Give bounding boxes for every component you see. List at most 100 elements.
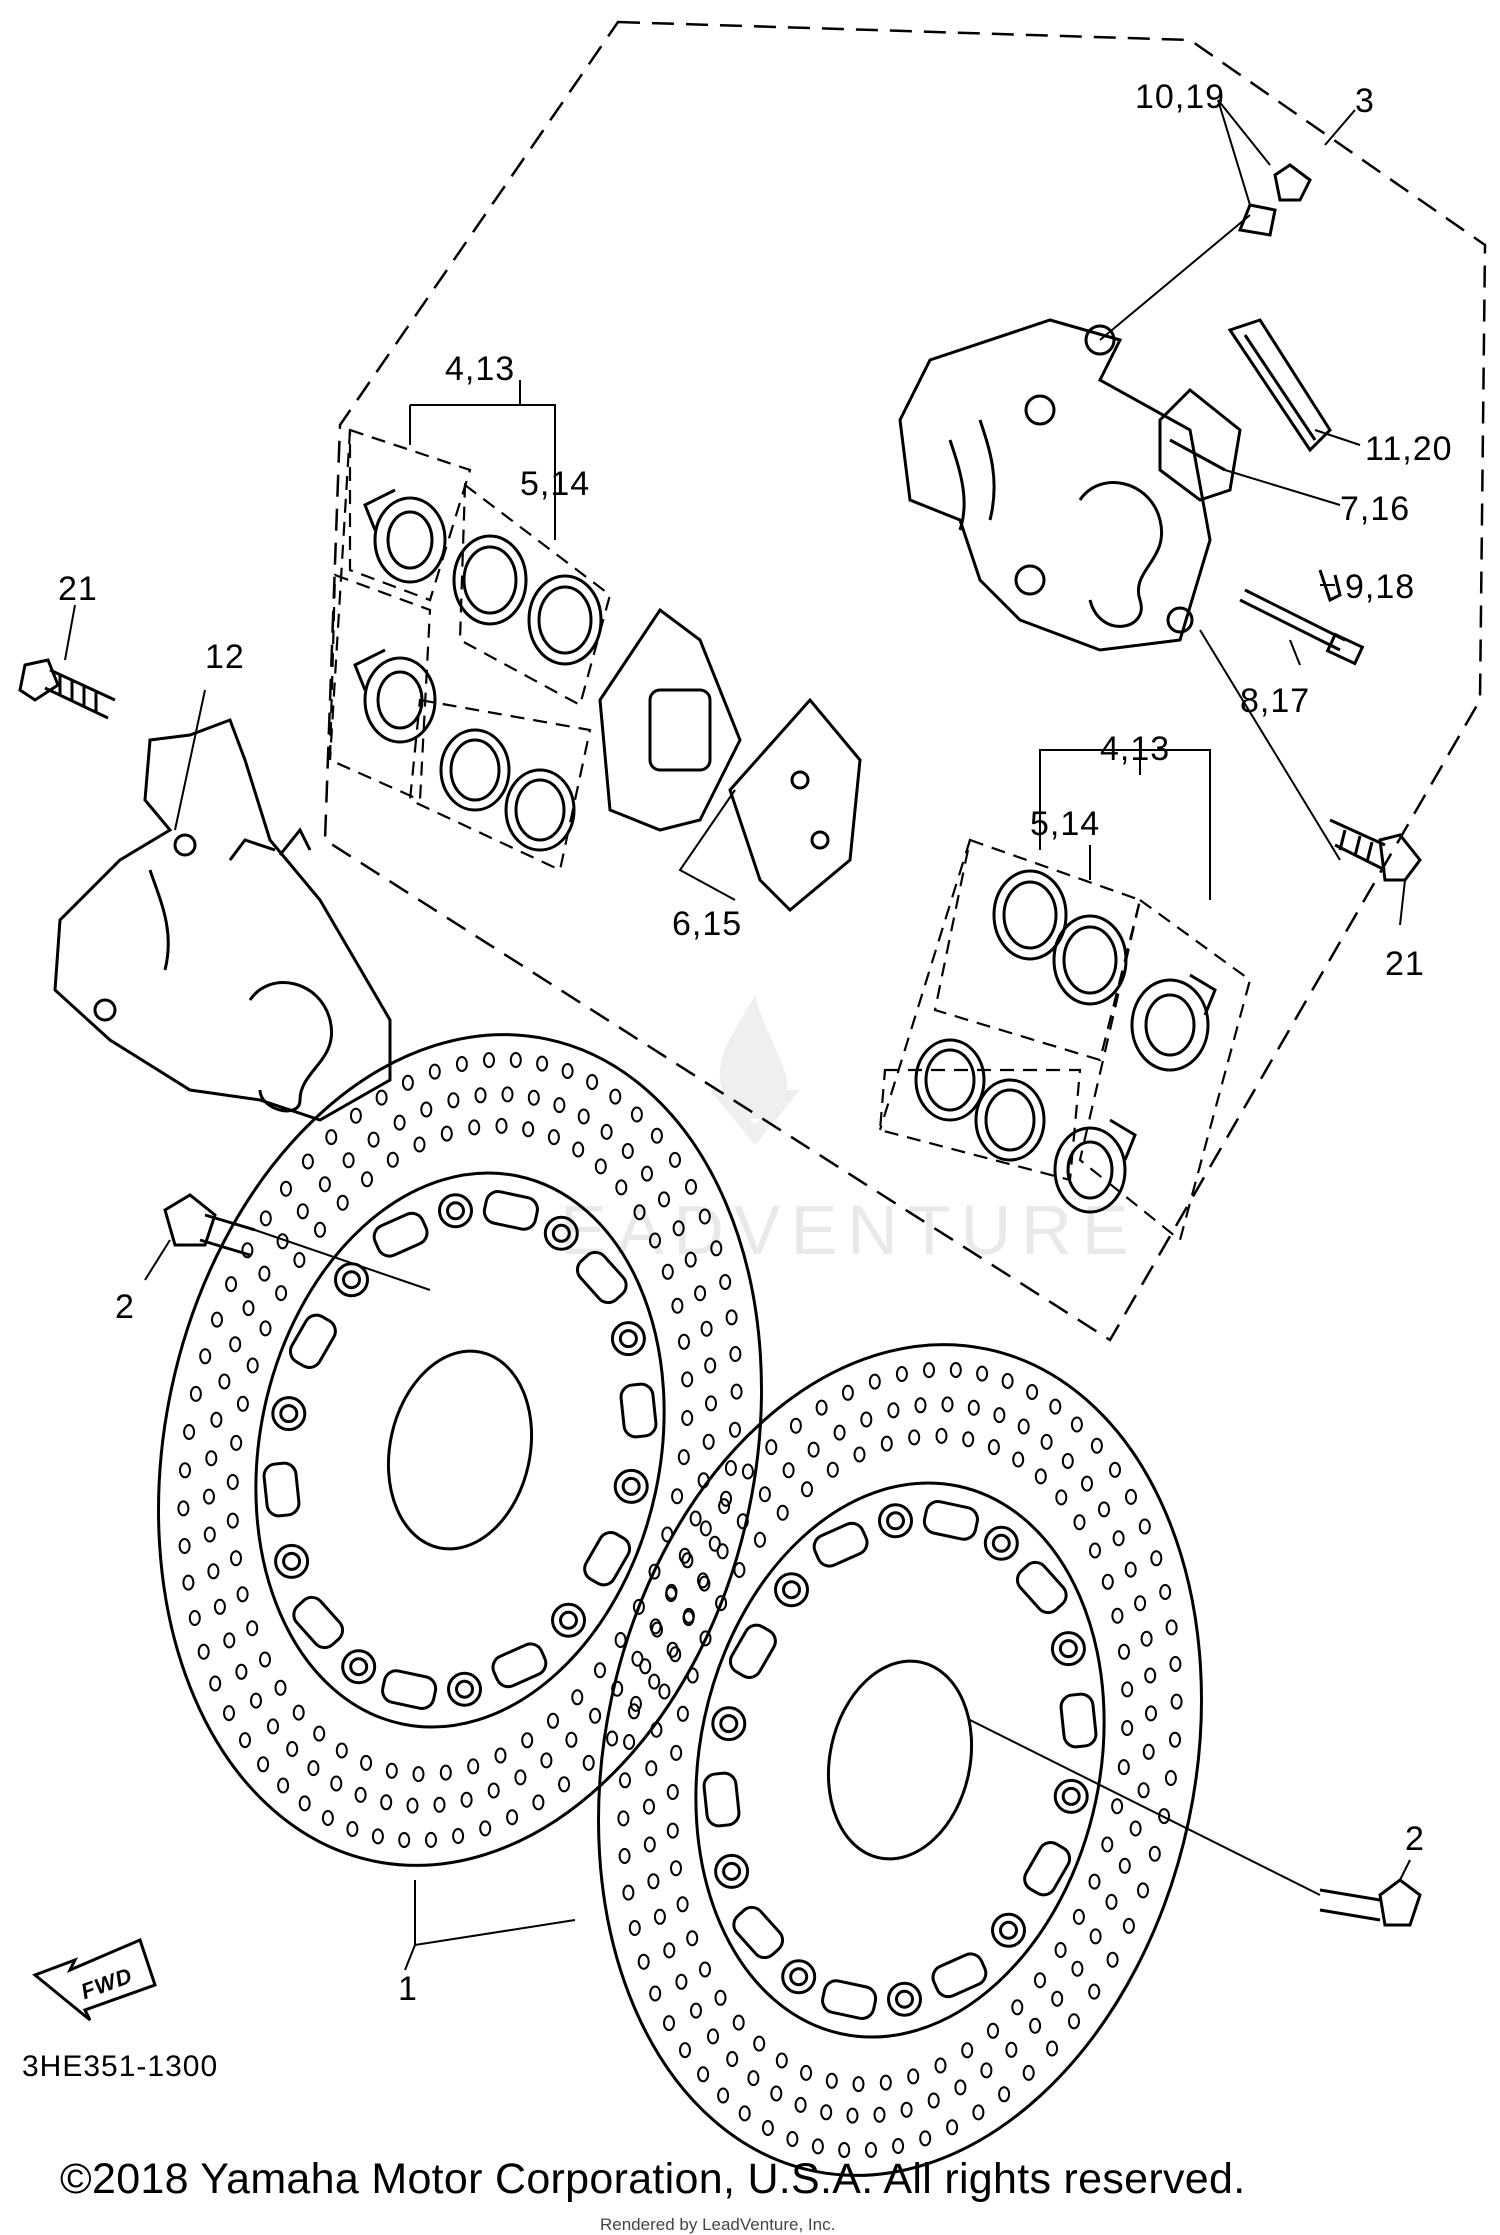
disc-button bbox=[711, 1706, 747, 1742]
disc-button-center bbox=[551, 1223, 571, 1243]
brake-pad-right bbox=[728, 697, 862, 913]
disc-hole bbox=[197, 1643, 210, 1660]
disc-hole bbox=[349, 1107, 362, 1124]
disc-hole bbox=[455, 1056, 468, 1072]
callout-10-19: 10,19 bbox=[1135, 78, 1225, 116]
disc-hole bbox=[468, 1119, 481, 1136]
disc-hole bbox=[639, 1658, 652, 1675]
disc-hole bbox=[794, 2096, 807, 2113]
disc-hole bbox=[494, 1747, 507, 1764]
disc-hole bbox=[375, 1089, 388, 1106]
disc-hole bbox=[643, 1798, 655, 1815]
disc-hole bbox=[833, 1424, 846, 1441]
disc-hole bbox=[521, 1732, 534, 1749]
disc-hole bbox=[1090, 1437, 1103, 1454]
disc-hole bbox=[658, 1683, 671, 1700]
disc-hole bbox=[1118, 1643, 1130, 1660]
disc-hole bbox=[367, 1131, 380, 1148]
disc-hole bbox=[1125, 1488, 1137, 1505]
disc-hole bbox=[1140, 1630, 1153, 1647]
disc-hole bbox=[1005, 2041, 1018, 2058]
bleed-screw bbox=[1237, 163, 1312, 237]
disc-hole bbox=[887, 1402, 900, 1419]
disc-hole bbox=[826, 1461, 839, 1478]
disc-hole bbox=[1034, 1972, 1046, 1989]
disc-hole bbox=[715, 1595, 728, 1612]
disc-hole bbox=[1051, 1990, 1064, 2007]
disc-hole bbox=[1088, 1983, 1101, 2000]
disc-hole bbox=[182, 1574, 195, 1591]
disc-hole bbox=[246, 1357, 259, 1374]
pad-pin bbox=[1239, 588, 1365, 666]
disc-hole bbox=[705, 1395, 717, 1412]
disc-hole bbox=[207, 1563, 220, 1580]
disc-hole bbox=[1124, 1561, 1137, 1578]
disc-carrier-spoke bbox=[381, 1669, 438, 1710]
disc-hole bbox=[330, 1775, 343, 1792]
disc-hole bbox=[946, 2119, 959, 2136]
disc-hole bbox=[665, 1586, 678, 1603]
disc-hole bbox=[678, 1547, 691, 1564]
disc-hole bbox=[927, 2092, 940, 2109]
disc-hole bbox=[689, 1510, 702, 1527]
disc-carrier-spoke bbox=[812, 1521, 869, 1568]
callout-2-right: 2 bbox=[1405, 1820, 1425, 1858]
disc-hole bbox=[697, 2066, 710, 2083]
disc-hole bbox=[230, 1550, 242, 1567]
disc-hole bbox=[292, 1704, 305, 1721]
callout-9-18: 9,18 bbox=[1345, 568, 1415, 606]
disc-hole bbox=[645, 1760, 658, 1777]
watermark-logo bbox=[690, 990, 820, 1150]
disc-hole bbox=[647, 1873, 660, 1890]
disc-hole bbox=[1061, 1453, 1074, 1469]
disc-hole bbox=[1144, 1667, 1157, 1684]
disc-button-center bbox=[455, 1679, 474, 1699]
disc-carrier-spoke bbox=[922, 1500, 979, 1541]
disc-carrier-spoke bbox=[262, 1461, 301, 1518]
disc-hole bbox=[651, 1621, 663, 1638]
disc-hole bbox=[179, 1462, 191, 1479]
disc-hole bbox=[650, 1721, 663, 1738]
disc-button bbox=[1050, 1631, 1086, 1667]
disc-hole bbox=[1105, 1893, 1118, 1910]
disc-hole bbox=[678, 1333, 690, 1350]
disc-hole bbox=[681, 1371, 694, 1388]
disc-hole bbox=[648, 1673, 661, 1690]
disc-button bbox=[543, 1215, 579, 1251]
disc-hole bbox=[873, 2106, 886, 2123]
disc-carrier-spoke bbox=[728, 1623, 777, 1679]
disc-hole bbox=[619, 1772, 631, 1789]
disc-hole bbox=[736, 1513, 749, 1530]
disc-hole bbox=[514, 1769, 527, 1786]
disc-hole bbox=[501, 1086, 514, 1103]
disc-hole bbox=[440, 1125, 453, 1142]
disc-hole bbox=[765, 1439, 778, 1456]
pad-spring bbox=[1158, 387, 1242, 502]
disc-hole bbox=[1089, 1542, 1101, 1559]
disc-hole bbox=[259, 1651, 271, 1668]
disc-hole bbox=[987, 1439, 1000, 1456]
disc-hole bbox=[949, 1362, 962, 1378]
disc-hole bbox=[860, 1411, 873, 1428]
disc-hole bbox=[699, 1630, 712, 1647]
disc-hole bbox=[1001, 1373, 1014, 1389]
pad-shim bbox=[1227, 318, 1332, 453]
disc-hole bbox=[677, 1449, 690, 1466]
disc-carrier-spoke bbox=[482, 1190, 539, 1231]
piston-top-left-2 bbox=[353, 648, 437, 744]
disc-hole bbox=[1089, 1928, 1102, 1945]
disc-hole bbox=[321, 1810, 334, 1826]
disc-hole bbox=[690, 2002, 702, 2019]
disc-button-center bbox=[991, 1533, 1011, 1553]
disc-hole bbox=[1106, 1951, 1119, 1968]
disc-hole bbox=[726, 2051, 739, 2067]
disc-hole bbox=[1101, 1573, 1114, 1590]
disc-hole bbox=[250, 1692, 262, 1709]
disc-hole bbox=[1148, 1845, 1161, 1862]
disc-hole bbox=[460, 1791, 473, 1808]
disc-hole bbox=[413, 1136, 426, 1153]
bolt-2-right bbox=[1319, 1878, 1422, 1927]
disc-button-center bbox=[282, 1551, 302, 1571]
disc-hole bbox=[700, 1320, 713, 1337]
